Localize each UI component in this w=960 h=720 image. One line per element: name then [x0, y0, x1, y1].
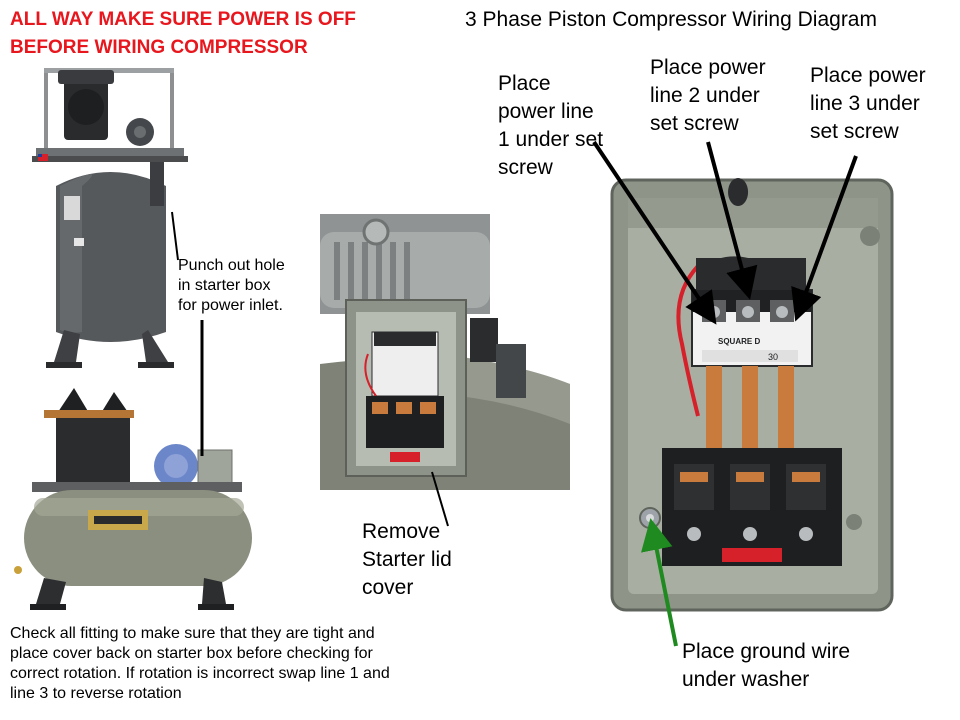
starter-brand-label: SQUARE D: [718, 337, 760, 346]
overload-rating-label: 30: [768, 352, 778, 362]
starter-on-compressor-photo: [320, 214, 570, 490]
label-punch-out-hole: Punch out hole in starter box for power …: [178, 257, 285, 314]
warning-line-2: BEFORE WIRING COMPRESSOR: [10, 37, 308, 58]
label-power-line-2: Place power line 2 under set screw: [650, 56, 766, 135]
warning-line-1: ALL WAY MAKE SURE POWER IS OFF: [10, 9, 356, 30]
vertical-compressor-photo: [32, 68, 188, 368]
label-power-line-1: Place power line 1 under set screw: [498, 72, 604, 179]
label-ground-wire: Place ground wire under washer: [682, 640, 851, 691]
rotation-note: Check all fitting to make sure that they…: [10, 625, 390, 702]
page-title: 3 Phase Piston Compressor Wiring Diagram: [465, 8, 877, 31]
label-power-line-3: Place power line 3 under set screw: [810, 64, 926, 143]
horizontal-compressor-photo: [14, 388, 252, 610]
starter-enclosure-photo: SQUARE D 30: [610, 178, 894, 612]
label-remove-lid: Remove Starter lid cover: [362, 520, 452, 599]
